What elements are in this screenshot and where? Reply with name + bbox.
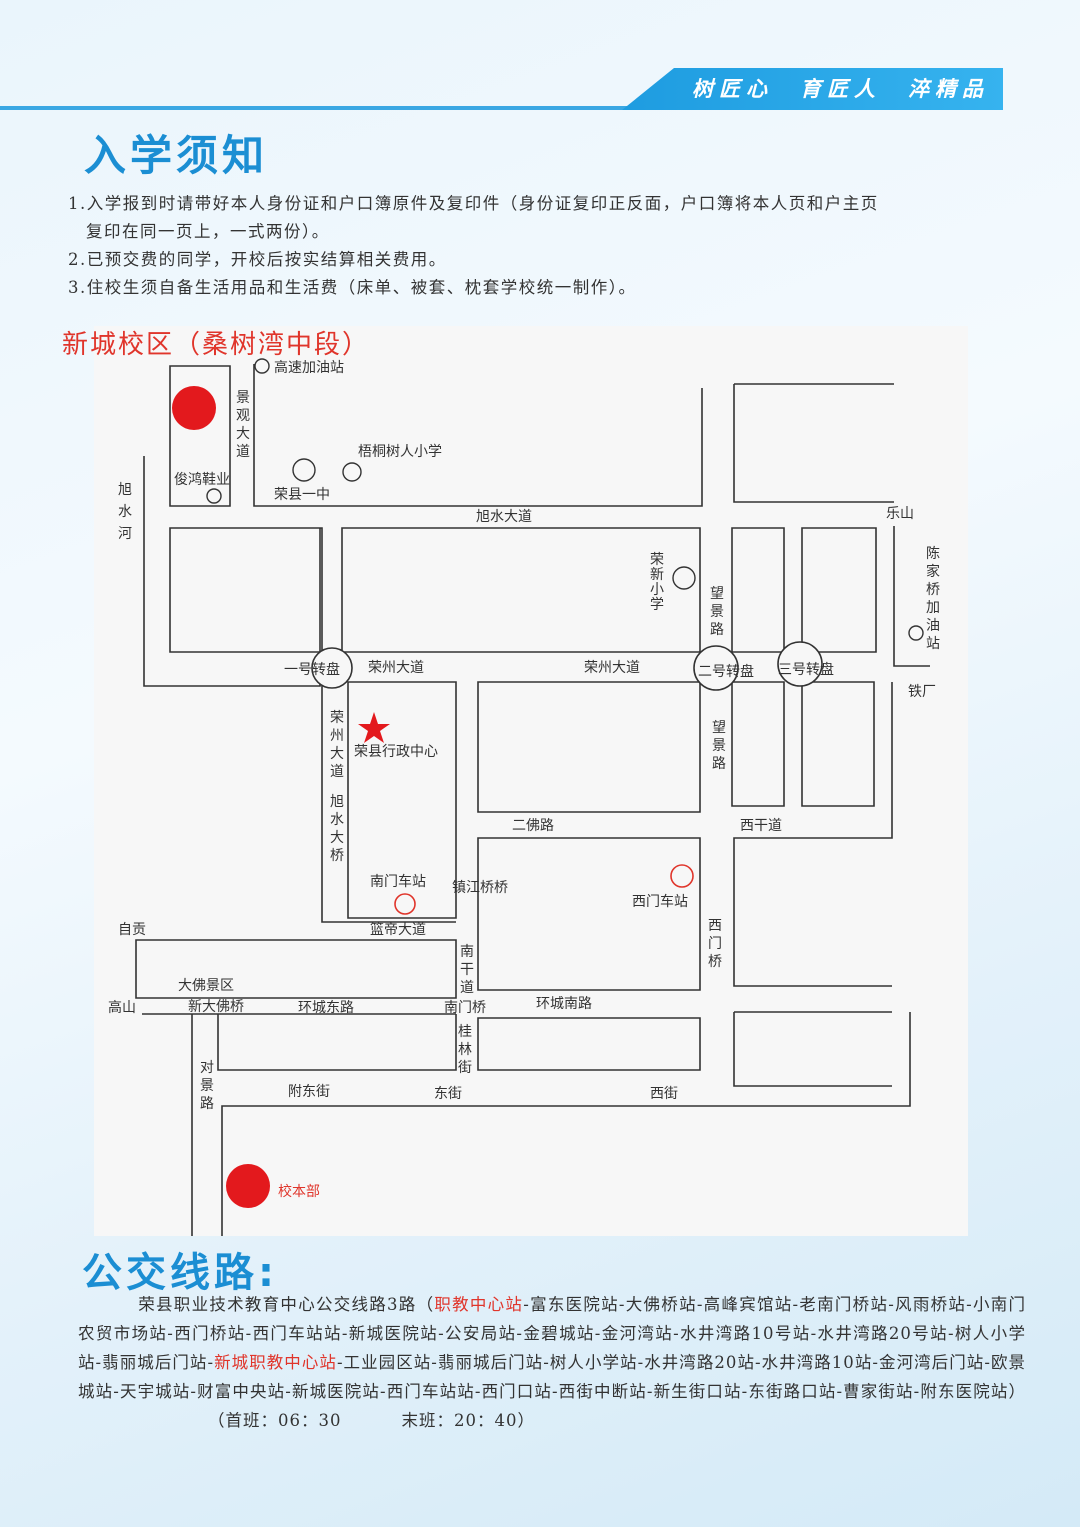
label-nangan: 南干道 [460,944,474,996]
bus-stop-highlight-2: 新城职教中心站 [214,1353,337,1372]
label-nanmenchezhan: 南门车站 [370,873,426,890]
map-canvas: 高速加油站 景观大道 俊鸿鞋业 梧桐树人小学 荣县一中 旭水河 旭水大道 乐山 … [108,358,940,1236]
label-main-campus: 校本部 [278,1183,320,1200]
banner-line [0,106,1003,110]
admin-center-star-icon [358,712,390,743]
road-top-block [253,364,703,507]
label-xushuidaqiao: 旭水大桥 [330,794,344,864]
bus-route-seg2: -工业园区站-翡丽城后门站-树人小学站-水井湾路20站-水井湾路10站-金河湾后… [78,1353,1026,1401]
bus-first-time: （首班：06：30 [208,1411,342,1430]
label-yihao: 一号转盘 [284,661,340,678]
block-f [731,681,785,807]
block-i [477,1017,701,1071]
chenjia-gas-icon [908,625,924,641]
bus-stop-highlight-1: 职教中心站 [434,1295,524,1314]
bus-route-text: 荣县职业技术教育中心公交线路3路（职教中心站-富东医院站-大佛桥站-高峰宾馆站-… [78,1290,1026,1435]
road-west-gan [733,682,893,987]
label-tiechang: 铁厂 [908,684,936,700]
label-rongzhou1: 荣州大道 [368,660,424,676]
label-guilin: 桂林街 [458,1024,472,1076]
label-huanchengnan: 环城南路 [536,996,592,1012]
block-h [477,837,701,991]
label-junhong: 俊鸿鞋业 [174,471,230,488]
label-wangjing2: 望景路 [712,720,726,772]
road-south-1 [321,686,456,923]
label-nanmenqiao: 南门桥 [444,1000,486,1016]
block-b [341,527,701,653]
road-east [893,526,930,667]
bus-intro: 荣县职业技术教育中心公交线路3路（ [138,1295,435,1314]
label-leshan: 乐山 [886,506,914,522]
label-xijie: 西街 [650,1086,678,1102]
label-wangjing1: 望景路 [710,586,724,638]
bus-title: 公交线路: [82,1250,278,1296]
label-duijing: 对景路 [200,1060,214,1112]
label-gaoshan: 高山 [108,999,136,1016]
road-fudong [221,1012,911,1236]
slogan-banner: 树匠心 育匠人 淬精品 [622,68,1003,110]
label-xindafo: 新大佛桥 [188,999,244,1015]
notice-title: 入学须知 [84,131,269,180]
primary-school-icon [342,462,362,482]
main-campus-marker [226,1164,270,1208]
campus-map: 高速加油站 景观大道 俊鸿鞋业 梧桐树人小学 荣县一中 旭水河 旭水大道 乐山 … [94,326,968,1236]
label-ximenchezhan: 西门车站 [632,893,688,910]
label-zhenjiang: 镇江桥桥 [452,880,508,896]
label-rongxian1: 荣县一中 [274,487,330,503]
block-d [801,527,877,653]
block-c [731,527,785,653]
bus-route-seg1: -富东医院站-大佛桥站-高峰宾馆站-老南门桥站-风雨桥站-小南门农贸市场站-西门… [78,1295,1027,1372]
label-sanhao: 三号转盘 [778,661,834,678]
label-huanchengdong: 环城东路 [298,1000,354,1016]
gas-station-icon [254,358,270,374]
new-campus-marker [172,386,216,430]
river-road [143,456,321,687]
notice-item-2: 2.已预交费的同学，开校后按实结算相关费用。 [68,250,447,269]
south-station-icon [394,893,416,915]
roundabout-1 [311,647,353,689]
label-xigan: 西干道 [740,818,782,834]
block-admin [347,681,457,919]
shoe-factory-icon [206,488,222,504]
label-dafo: 大佛景区 [178,978,234,994]
label-rongzhou2: 荣州大道 [584,660,640,676]
notice-item-1-cont: 复印在同一页上，一式两份）。 [86,222,330,241]
label-wutong: 梧桐树人小学 [358,444,442,460]
label-erfo: 二佛路 [512,818,554,834]
notice-item-3: 3.住校生须自备生活用品和生活费（床单、被套、枕套学校统一制作）。 [68,278,637,297]
notice-list: 1.入学报到时请带好本人身份证和户口簿原件及复印件（身份证复印正反面，户口簿将本… [68,190,998,302]
block-a [169,527,323,653]
campus-block [169,365,231,507]
label-xushuidadao: 旭水大道 [476,509,532,525]
rongxin-school-icon [672,566,696,590]
block-j [733,1011,892,1087]
roundabout-3 [777,641,823,687]
road-huancheng [142,1013,457,1071]
label-zigong: 自贡 [118,922,146,938]
label-fudong: 附东街 [288,1084,330,1100]
roundabout-2 [693,645,739,691]
road-lines [135,364,930,1236]
notice-item-1: 1.入学报到时请带好本人身份证和户口簿原件及复印件（身份证复印正反面，户口簿将本… [68,194,879,213]
map-title: 新城校区（桑树湾中段） [62,330,371,360]
block-g [801,681,875,807]
label-ximenqiao: 西门桥 [708,918,722,970]
label-chenjiaqiao: 陈家桥加油站 [926,545,940,652]
block-dafo [135,939,457,999]
label-rongxin: 荣新小学 [650,552,664,613]
label-dongjie: 东街 [434,1086,462,1102]
block-top-right [733,383,894,503]
school-1-icon [292,458,316,482]
label-xushuihe: 旭水河 [118,482,132,542]
label-erhao: 二号转盘 [698,663,754,680]
west-station-icon [670,864,694,888]
bus-last-time: 末班：20：40） [401,1411,535,1430]
label-rongzhou3: 荣州大道 [330,710,344,780]
label-jingguan: 景观大道 [236,390,250,460]
label-xingzheng: 荣县行政中心 [354,744,438,760]
label-lidi: 篮帝大道 [370,922,426,938]
label-gaosu: 高速加油站 [274,359,344,376]
block-e [477,681,701,813]
